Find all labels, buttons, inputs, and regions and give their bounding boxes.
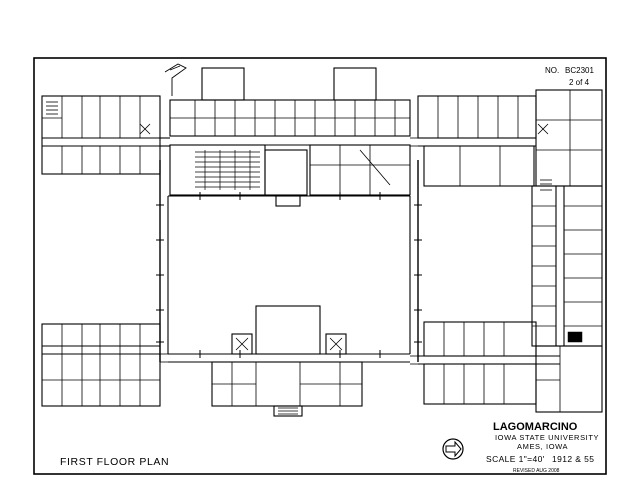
sheet-number-block: NO. BC2301 2 of 4 (545, 66, 594, 87)
south-wing (168, 305, 410, 417)
title-block: LAGOMARCINO IOWA STATE UNIVERSITY AMES, … (442, 421, 599, 474)
courtyard (156, 160, 422, 362)
sheet-border (33, 57, 607, 475)
southeast-wing (410, 321, 603, 413)
sheet-number-label: NO. (545, 66, 559, 75)
revised-date: REVISED AUG 2008 (513, 468, 560, 474)
scale: SCALE 1"=40' (486, 454, 545, 464)
sheet-number: BC2301 (565, 66, 594, 75)
north-wing (164, 63, 411, 207)
location: AMES, IOWA (517, 442, 568, 451)
building-name: LAGOMARCINO (493, 421, 578, 433)
east-wing (531, 89, 603, 347)
institution: IOWA STATE UNIVERSITY (495, 433, 599, 442)
north-arrow-icon (442, 438, 464, 460)
drawing-title: FIRST FLOOR PLAN (60, 456, 169, 468)
sheet-page: 2 of 4 (569, 78, 590, 87)
northeast-wing (410, 95, 537, 187)
northwest-wing (41, 95, 170, 175)
southwest-wing (41, 323, 168, 407)
years: 1912 & 55 (552, 454, 594, 464)
floor-plan (41, 63, 603, 417)
